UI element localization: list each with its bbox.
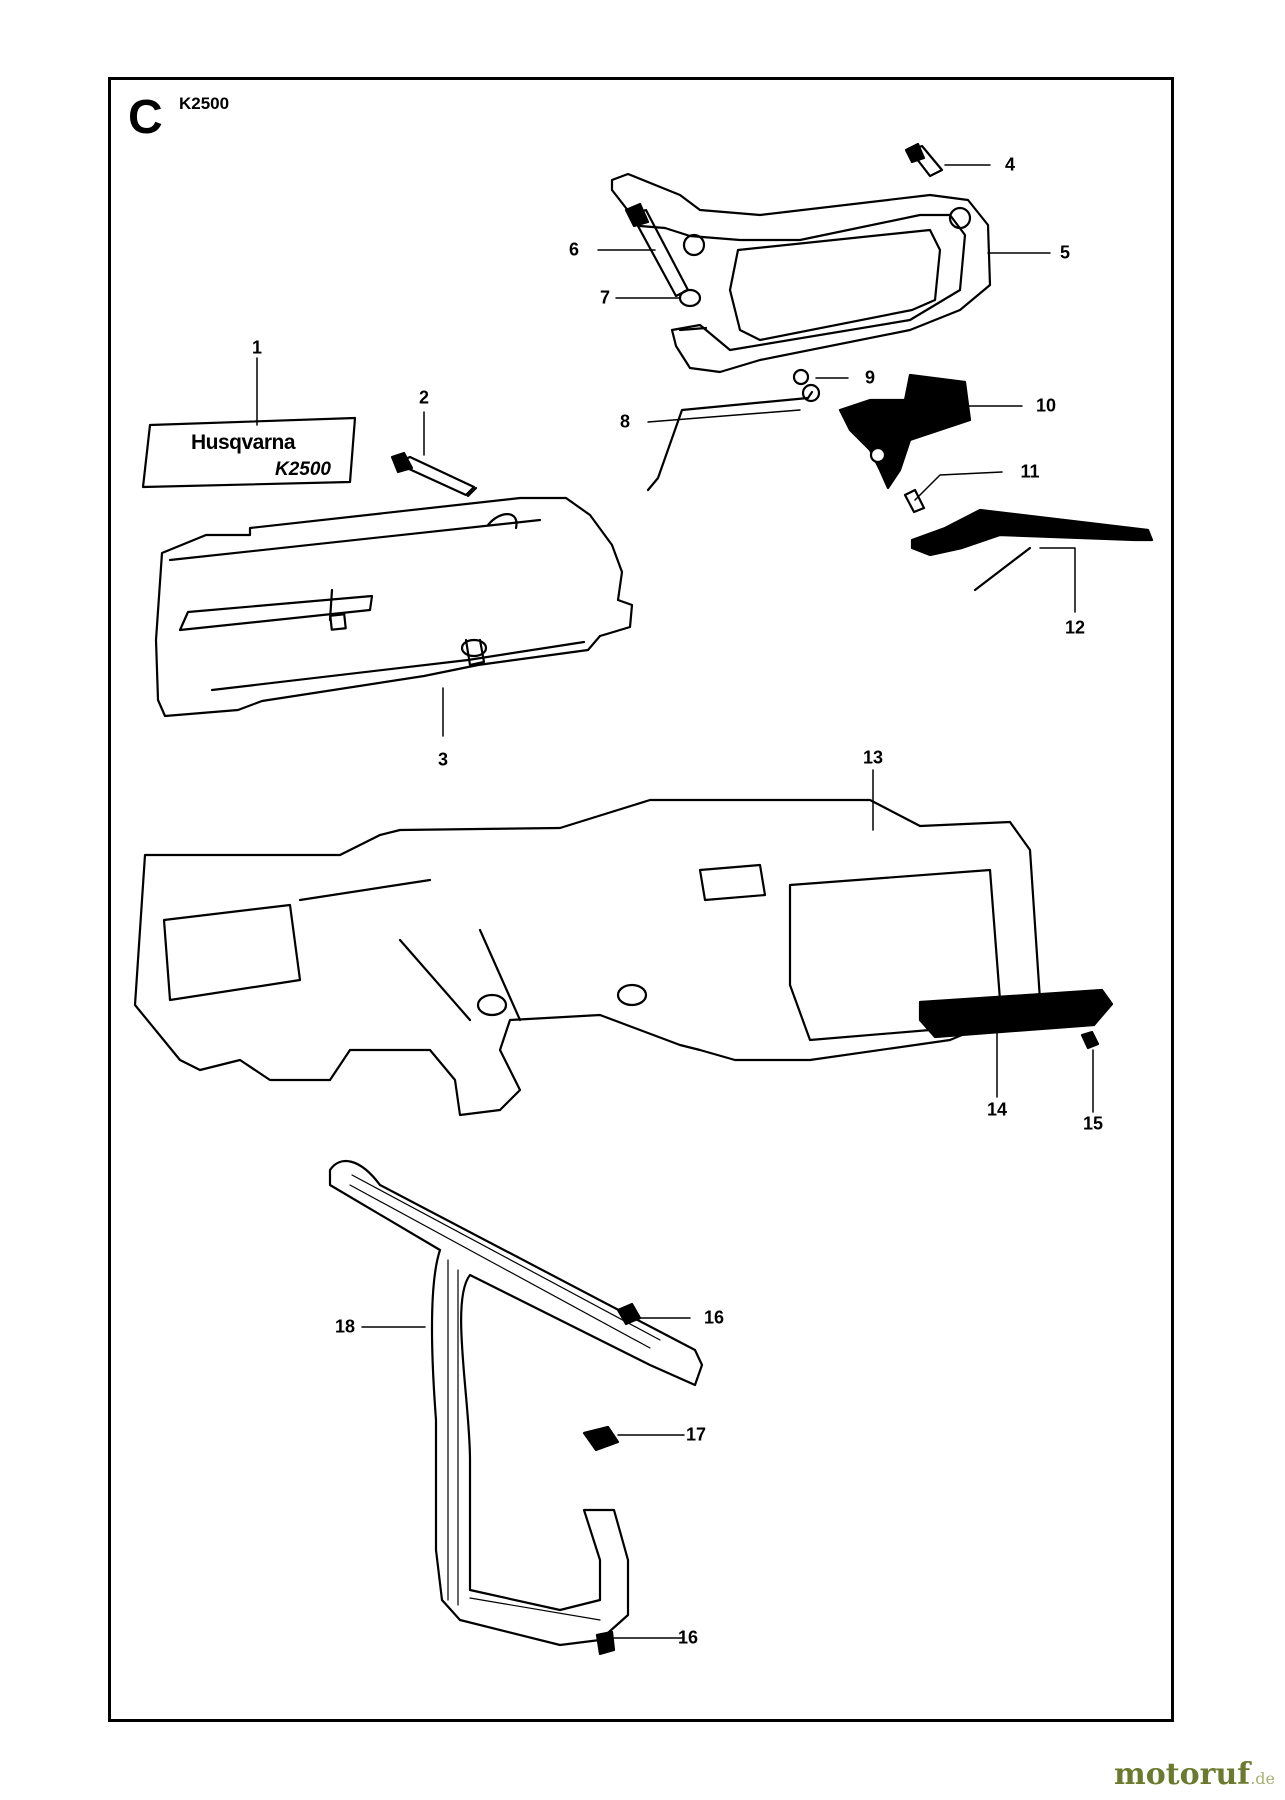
callout-12: 12	[1064, 617, 1086, 638]
watermark-suffix: .de	[1250, 1769, 1275, 1788]
callout-8: 8	[619, 411, 631, 432]
callout-14: 14	[986, 1099, 1008, 1120]
decal-model: K2500	[275, 459, 331, 480]
callout-9: 9	[864, 367, 876, 388]
part-3-cover	[154, 496, 634, 718]
part-1-decal	[141, 416, 357, 489]
decal-label: Husqvarna K2500	[143, 423, 359, 487]
watermark-main: motoruf	[1114, 1757, 1251, 1792]
part-16-screw-upper	[616, 1302, 642, 1326]
watermark: motoruf.de	[1114, 1757, 1275, 1792]
callout-18: 18	[334, 1316, 356, 1337]
callout-4: 4	[1004, 154, 1016, 175]
callout-13: 13	[862, 747, 884, 768]
model-label: K2500	[179, 94, 230, 113]
part-2-screw	[390, 451, 478, 498]
section-letter: C	[128, 91, 163, 144]
callout-1: 1	[251, 337, 263, 358]
part-9-screw	[792, 368, 821, 403]
part-10-bracket	[838, 373, 972, 490]
part-15-screw	[1080, 1030, 1100, 1050]
part-14-plate	[918, 988, 1114, 1039]
callout-7: 7	[599, 287, 611, 308]
part-11-pin	[903, 488, 926, 514]
part-12-trigger	[910, 508, 1154, 592]
part-16-screw-lower	[595, 1630, 616, 1656]
part-7-washer	[678, 288, 702, 308]
callout-3: 3	[437, 749, 449, 770]
callout-6: 6	[568, 239, 580, 260]
callout-17: 17	[685, 1424, 707, 1445]
part-13-housing	[133, 798, 1042, 1117]
callout-10: 10	[1035, 395, 1057, 416]
part-17-nut	[582, 1425, 620, 1452]
part-4-screw	[904, 142, 944, 178]
part-18-handlebar	[328, 1160, 704, 1647]
callout-2: 2	[418, 387, 430, 408]
callout-11: 11	[1020, 461, 1040, 482]
part-8-rod	[646, 390, 814, 492]
callout-16-lower: 16	[677, 1627, 699, 1648]
callout-5: 5	[1059, 242, 1071, 263]
callout-16-upper: 16	[703, 1307, 725, 1328]
drawing-frame	[108, 77, 1174, 1722]
decal-brand: Husqvarna	[191, 431, 296, 454]
part-5-handle	[610, 172, 992, 374]
leader-lines	[256, 164, 1094, 1639]
callout-15: 15	[1082, 1113, 1104, 1134]
